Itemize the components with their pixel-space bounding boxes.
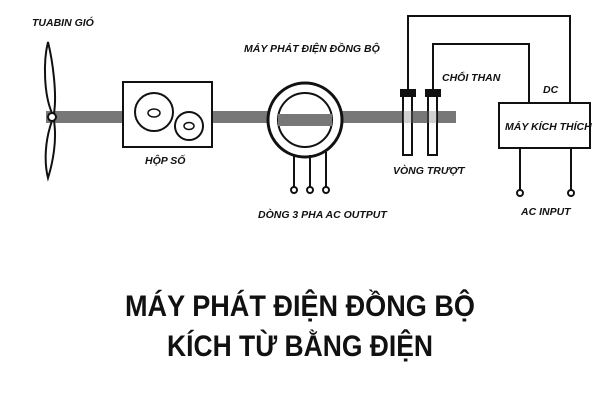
page-title-line2: KÍCH TỪ BẰNG ĐIỆN bbox=[167, 329, 433, 363]
label-dc: DC bbox=[543, 84, 559, 96]
label-ac-input: AC INPUT bbox=[520, 206, 572, 218]
generator bbox=[266, 81, 344, 159]
carbon-brushes bbox=[400, 89, 441, 97]
shaft bbox=[46, 111, 456, 123]
turbine-blades bbox=[43, 41, 57, 182]
label-generator: MÁY PHÁT ĐIỆN ĐỒNG BỘ bbox=[244, 42, 380, 55]
label-exciter: MÁY KÍCH THÍCH bbox=[505, 120, 592, 133]
turbine-hub bbox=[47, 112, 57, 122]
label-output: DÒNG 3 PHA AC OUTPUT bbox=[258, 208, 388, 221]
output-terminals bbox=[290, 152, 330, 194]
dc-wiring bbox=[407, 15, 571, 103]
label-turbine: TUABIN GIÓ bbox=[32, 16, 94, 29]
label-slip-rings: VÒNG TRƯỢT bbox=[393, 164, 466, 177]
slip-rings bbox=[402, 94, 438, 156]
label-gearbox: HỘP SỐ bbox=[145, 154, 185, 167]
exciter-box bbox=[498, 102, 591, 149]
ac-input-terminals bbox=[516, 148, 575, 197]
label-brushes: CHỔI THAN bbox=[442, 71, 501, 84]
page-title-line1: MÁY PHÁT ĐIỆN ĐỒNG BỘ bbox=[125, 289, 475, 323]
gearbox bbox=[122, 81, 213, 148]
